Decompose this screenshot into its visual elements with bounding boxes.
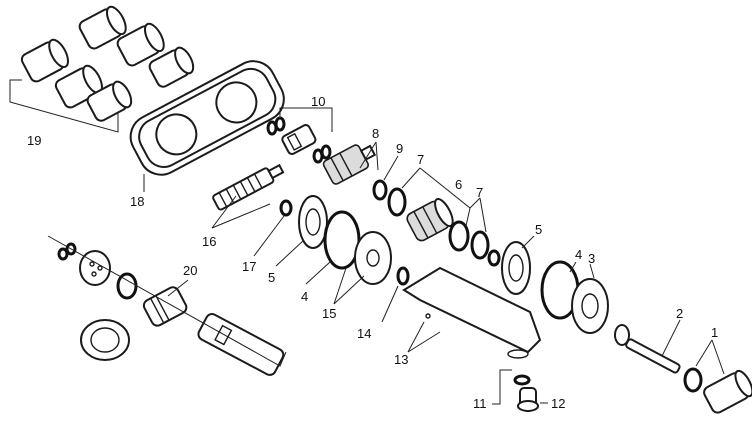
- label-5b: 5: [268, 270, 275, 285]
- label-20: 20: [183, 263, 197, 278]
- label-14: 14: [357, 326, 371, 341]
- part-11-12-aerator: [492, 369, 548, 412]
- leaders-6-7: [401, 167, 487, 233]
- part-8-cartridge: [322, 141, 379, 185]
- label-4b: 4: [301, 289, 308, 304]
- part-20-rough-in: [47, 235, 287, 376]
- part-3-rosette-right: [571, 263, 609, 334]
- part-7-o-ring-upper: [387, 187, 407, 217]
- label-16: 16: [202, 234, 216, 249]
- label-18: 18: [130, 194, 144, 209]
- part-15-rosette: [333, 231, 392, 305]
- part-14-o-ring: [381, 266, 410, 323]
- part-18-cover-plate: [129, 60, 285, 192]
- label-7b: 7: [476, 185, 483, 200]
- part-5-flange-right: [487, 235, 535, 295]
- part-10-diverter: [266, 107, 333, 164]
- part-2-pin: [614, 319, 681, 374]
- label-8: 8: [372, 126, 379, 141]
- part-16-spindle: [211, 163, 285, 229]
- part-7-o-ring-lower: [448, 220, 490, 260]
- label-7a: 7: [417, 152, 424, 167]
- part-1-handle: [683, 339, 752, 414]
- part-17-o-ring: [253, 199, 293, 257]
- label-2: 2: [676, 306, 683, 321]
- part-6-thermostatic-element: [406, 198, 454, 242]
- label-11: 11: [473, 396, 487, 411]
- label-9: 9: [396, 141, 403, 156]
- label-1: 1: [711, 325, 718, 340]
- label-6: 6: [455, 177, 462, 192]
- label-5a: 5: [535, 222, 542, 237]
- label-13: 13: [394, 352, 408, 367]
- part-5-flange-left: [275, 195, 328, 267]
- part-19-sleeves: [9, 5, 195, 133]
- label-17: 17: [242, 259, 256, 274]
- label-3: 3: [588, 251, 595, 266]
- label-10: 10: [311, 94, 325, 109]
- label-19: 19: [27, 133, 41, 148]
- label-12: 12: [551, 396, 565, 411]
- part-9-o-ring: [372, 155, 399, 201]
- part-13-spout: [402, 266, 542, 359]
- label-4a: 4: [575, 247, 582, 262]
- label-15: 15: [322, 306, 336, 321]
